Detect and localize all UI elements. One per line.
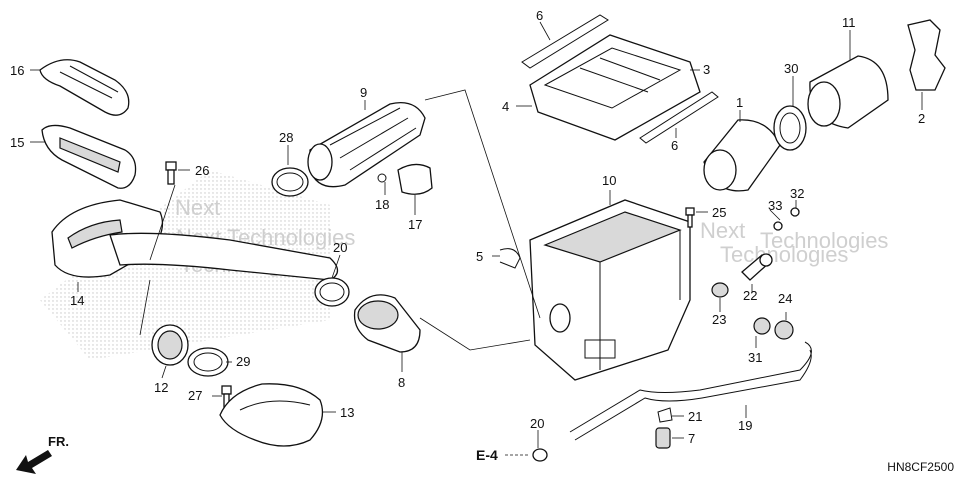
callout-25: 25: [712, 205, 726, 220]
callout-15: 15: [10, 135, 24, 150]
part-28-clamp[interactable]: [271, 167, 309, 197]
part-25-bolt[interactable]: [685, 207, 695, 228]
callout-18: 18: [375, 197, 389, 212]
direction-label: FR.: [48, 434, 69, 449]
callout-5: 5: [476, 249, 483, 264]
part-31-grommet[interactable]: [753, 317, 771, 335]
figure-code: HN8CF2500: [887, 460, 954, 474]
callout-27: 27: [188, 388, 202, 403]
callout-17: 17: [408, 217, 422, 232]
callout-30: 30: [784, 61, 798, 76]
callout-6-upper: 6: [536, 8, 543, 23]
callout-12: 12: [154, 380, 168, 395]
part-20-clamp-upper[interactable]: [314, 277, 350, 307]
part-8-duct-joint[interactable]: [353, 294, 421, 353]
part-14-inlet-housing[interactable]: [51, 199, 339, 281]
part-13-cover[interactable]: [219, 383, 324, 447]
part-20-clamp-lower[interactable]: [532, 448, 548, 462]
callout-23: 23: [712, 312, 726, 327]
callout-6-lower: 6: [671, 138, 678, 153]
callout-13: 13: [340, 405, 354, 420]
part-22-fitting[interactable]: [741, 253, 773, 281]
front-arrow-icon: FR.: [16, 434, 69, 474]
callout-28: 28: [279, 130, 293, 145]
part-33-screw[interactable]: [773, 221, 783, 231]
watermark-text: Next: [175, 195, 220, 220]
callout-29: 29: [236, 354, 250, 369]
part-24-grommet[interactable]: [774, 320, 794, 340]
callout-9: 9: [360, 85, 367, 100]
callout-14: 14: [70, 293, 84, 308]
callout-8: 8: [398, 375, 405, 390]
callout-33: 33: [768, 198, 782, 213]
callout-20-lower: 20: [530, 416, 544, 431]
reference-label: E-4: [476, 447, 498, 463]
part-29-band[interactable]: [187, 347, 229, 377]
watermark-text: Technologies: [760, 228, 888, 253]
callout-21: 21: [688, 409, 702, 424]
part-9-connecting-tube[interactable]: [307, 101, 426, 188]
part-30-clamp[interactable]: [773, 105, 807, 151]
part-6-strap-lower[interactable]: [639, 91, 719, 144]
callout-10: 10: [602, 173, 616, 188]
callout-7: 7: [688, 431, 695, 446]
part-2-bracket[interactable]: [907, 19, 946, 91]
callouts: 16 15 26 14 28 9 18 17 20 8 12 29 27 13 …: [10, 8, 925, 446]
callout-16: 16: [10, 63, 24, 78]
watermark-text: Next: [700, 218, 745, 243]
part-6-strap-upper[interactable]: [521, 14, 609, 69]
part-10-air-cleaner-case[interactable]: [529, 199, 691, 381]
watermark-text: Technologies: [720, 242, 848, 267]
callout-26: 26: [195, 163, 209, 178]
part-12-joint-ring[interactable]: [151, 324, 189, 366]
callout-2: 2: [918, 111, 925, 126]
part-23-grommet[interactable]: [711, 282, 729, 298]
part-16-inlet-cover[interactable]: [39, 59, 130, 116]
part-1-element[interactable]: [703, 119, 781, 192]
callout-3: 3: [703, 62, 710, 77]
part-26-bolt[interactable]: [165, 161, 177, 185]
part-11-filter[interactable]: [807, 55, 889, 129]
part-19-drain-tube[interactable]: [569, 341, 812, 441]
reference-e4: E-4: [476, 447, 530, 463]
part-32-screw[interactable]: [790, 207, 800, 217]
callout-1: 1: [736, 95, 743, 110]
part-15-inlet-duct[interactable]: [41, 124, 137, 189]
callout-31: 31: [748, 350, 762, 365]
part-17-plug[interactable]: [397, 163, 433, 195]
callout-11: 11: [842, 15, 856, 30]
callout-22: 22: [743, 288, 757, 303]
callout-19: 19: [738, 418, 752, 433]
callout-32: 32: [790, 186, 804, 201]
part-5-clip[interactable]: [499, 248, 521, 269]
callout-4: 4: [502, 99, 509, 114]
callout-20-upper: 20: [333, 240, 347, 255]
leader-lines: [30, 21, 923, 448]
part-18-clip[interactable]: [377, 173, 387, 183]
part-7-plug[interactable]: [655, 427, 671, 449]
part-21-clip[interactable]: [657, 407, 673, 423]
callout-24: 24: [778, 291, 792, 306]
part-4-airbox-cover[interactable]: [529, 34, 701, 141]
